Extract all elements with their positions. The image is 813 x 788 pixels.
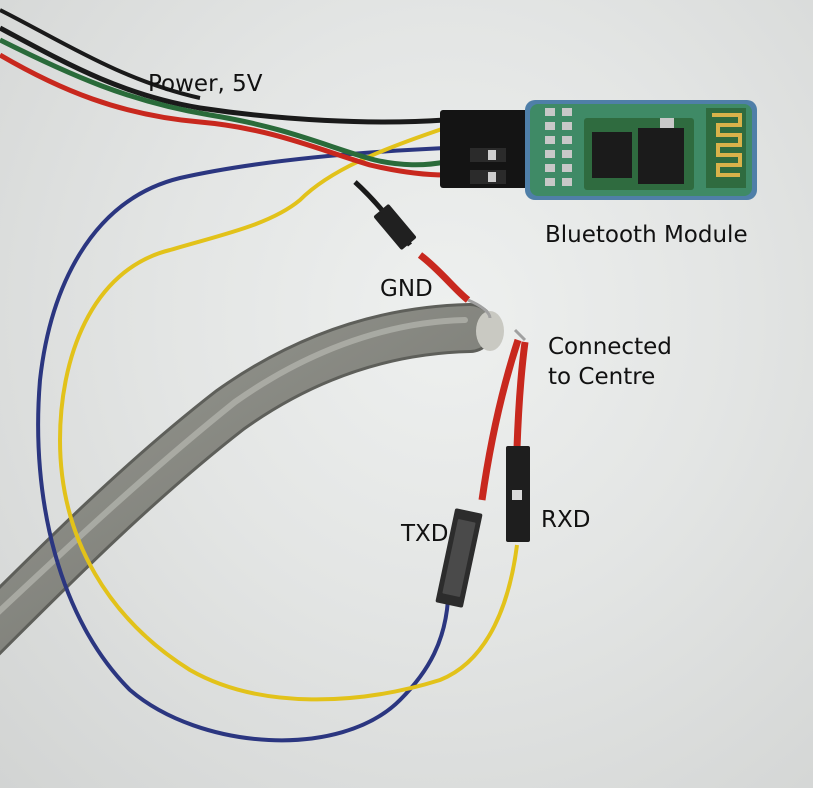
power-wires [0, 8, 446, 178]
bluetooth-module-label: Bluetooth Module [545, 222, 748, 248]
connected-label-line1: Connected [548, 334, 672, 360]
rxd-label: RXD [541, 507, 591, 533]
rxd-jumper-plug [506, 446, 530, 542]
txd-label: TXD [401, 521, 449, 547]
txd-rxd-wires [478, 328, 529, 501]
bluetooth-module [525, 100, 757, 200]
power-label: Power, 5V [148, 71, 263, 97]
gnd-label: GND [380, 276, 433, 302]
blue-wire [36, 146, 450, 743]
grey-cable [0, 303, 504, 656]
connected-label-line2: to Centre [548, 364, 656, 390]
gnd-jumper [353, 180, 492, 319]
yellow-wire [57, 126, 519, 702]
header-connector [440, 110, 532, 188]
txd-jumper-plug [435, 508, 483, 608]
cable-end [476, 311, 504, 351]
